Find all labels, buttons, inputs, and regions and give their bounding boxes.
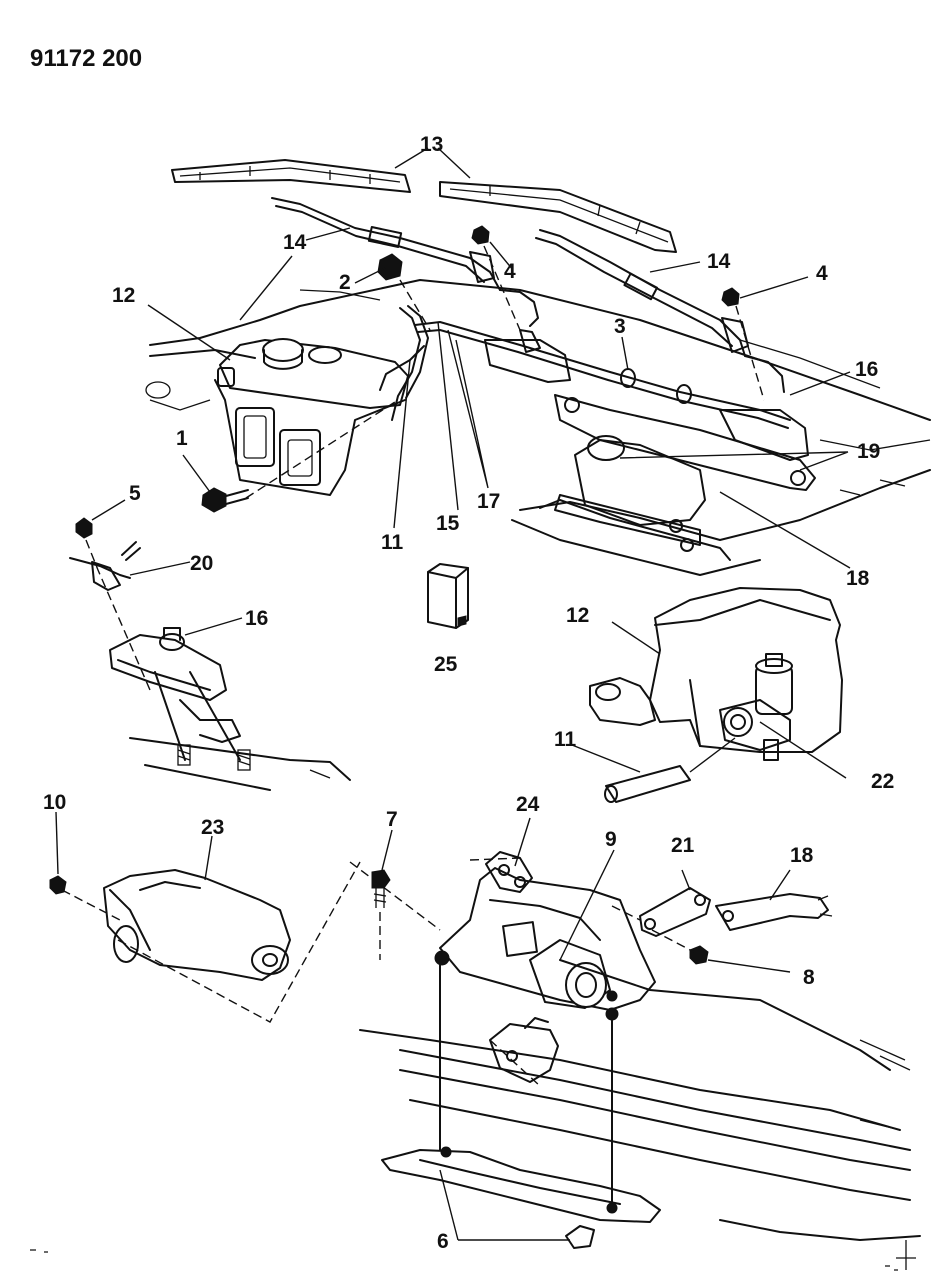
callout-18-detail: 18 [790,844,814,867]
fasteners-top [201,225,740,513]
washer-hose-detail [571,737,736,803]
crank-arm-detail [611,869,833,973]
wiper-motor-installed [539,435,731,561]
callout-7: 7 [386,808,398,831]
wiper-linkage [391,305,816,491]
motor-mount-panel [30,959,921,1271]
callout-1: 1 [176,427,188,450]
wiper-blade-right [439,181,677,253]
callout-4-right: 4 [816,262,828,285]
washer-reservoir-top [217,338,409,409]
wiper-blade-left [171,159,411,193]
callout-9: 9 [605,828,617,851]
callout-2: 2 [339,271,351,294]
callout-24: 24 [516,793,540,816]
callout-15: 15 [436,512,460,535]
wiper-arm-right [535,229,785,393]
callout-8: 8 [803,966,815,989]
wiper-arm-left [271,197,539,327]
callout-23: 23 [201,816,224,839]
callout-17: 17 [477,490,500,513]
callout-11-detail: 11 [554,728,577,751]
callout-6: 6 [437,1230,449,1253]
leader-lines-top [147,147,851,569]
callout-10: 10 [43,791,66,814]
callout-12-detail: 12 [566,604,589,627]
washer-hose-top [379,345,425,391]
callout-18-top: 18 [846,567,870,590]
callout-13: 13 [420,133,443,156]
callout-11-top: 11 [381,531,404,554]
callout-3: 3 [614,315,626,338]
callout-16-detail: 16 [245,607,268,630]
callout-12-top: 12 [112,284,135,307]
callout-14-right: 14 [707,250,731,273]
callout-16-top: 16 [855,358,878,381]
callout-14-left: 14 [283,231,307,254]
callout-5: 5 [129,482,141,505]
callout-4-left: 4 [504,260,516,283]
callout-19: 19 [857,440,880,463]
pivot-bracket-detail [69,499,351,791]
relay-module [427,563,469,629]
document-id: 91172 200 [30,45,142,72]
motor-cover-boot [49,811,361,1023]
cowl-panel [145,279,931,576]
callout-22: 22 [871,770,894,793]
callout-21: 21 [671,834,695,857]
wiper-motor-detail [349,817,656,1021]
callout-20: 20 [190,552,213,575]
washer-reservoir-detail [589,587,847,779]
callout-25: 25 [434,653,458,676]
